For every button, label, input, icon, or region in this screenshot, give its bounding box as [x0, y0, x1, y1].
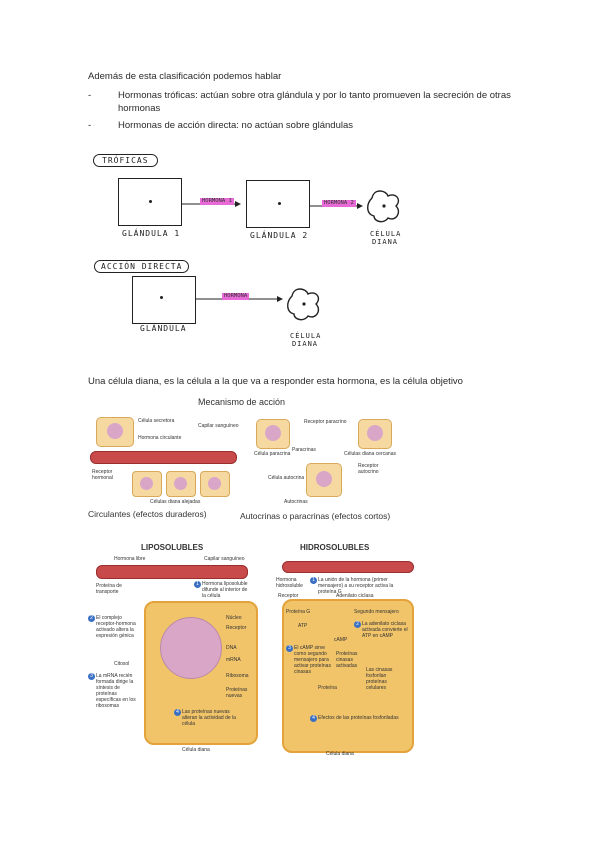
gland-1-label: GLÁNDULA 1 — [122, 229, 181, 238]
tag-tropicas: TRÓFICAS — [93, 154, 158, 167]
sketch-tropicas: TRÓFICAS GLÁNDULA 1 HORMONA 1 GLÁNDULA 2… — [88, 146, 418, 256]
target-cells-far — [132, 471, 232, 497]
bullet-tropicas: Hormonas tróficas: actúan sobre otra glá… — [118, 90, 511, 114]
autocrine-cell — [306, 463, 342, 497]
hormone-1-tag: HORMONA 1 — [200, 198, 234, 205]
capillary-lipo — [96, 565, 248, 579]
hidro-cell — [282, 599, 414, 753]
gland-2-label: GLÁNDULA 2 — [250, 231, 309, 240]
paracrine-cell — [256, 419, 290, 449]
secretory-cell — [96, 417, 134, 447]
bullet-marker: - — [88, 90, 92, 101]
mechanism-title: Mecanismo de acción — [198, 397, 286, 407]
gland-label: GLÁNDULA — [140, 324, 187, 333]
capillary-left — [90, 451, 237, 464]
intro-text: Además de esta clasificación podemos hab… — [88, 71, 282, 82]
lipo-cell — [144, 601, 258, 745]
tag-accion-directa: ACCIÓN DIRECTA — [94, 260, 190, 273]
hormone-tag: HORMONA — [222, 293, 250, 300]
bullet-accion-directa: Hormonas de acción directa: no actúan so… — [118, 120, 354, 131]
hormone-2-tag: HORMONA 2 — [322, 200, 356, 207]
gland-box — [132, 276, 196, 324]
caption-autocrinas: Autocrinas o paracrinas (efectos cortos) — [240, 511, 391, 521]
lipo-title: LIPOSOLUBLES — [141, 543, 204, 552]
solubility-figure: LIPOSOLUBLES Hormona libre Capilar sangu… — [86, 543, 416, 758]
caption-circulantes: Circulantes (efectos duraderos) — [88, 509, 207, 519]
target-cell-2 — [287, 288, 320, 321]
mechanism-figure: Mecanismo de acción Célula secretora Cap… — [88, 397, 396, 521]
hidro-title: HIDROSOLUBLES — [300, 543, 370, 552]
target-cell-1 — [367, 190, 400, 223]
capillary-hidro — [282, 561, 414, 573]
nearby-target-cell — [358, 419, 392, 449]
bullet-marker: - — [88, 120, 92, 131]
definition-text: Una célula diana, es la célula a la que … — [88, 376, 463, 387]
